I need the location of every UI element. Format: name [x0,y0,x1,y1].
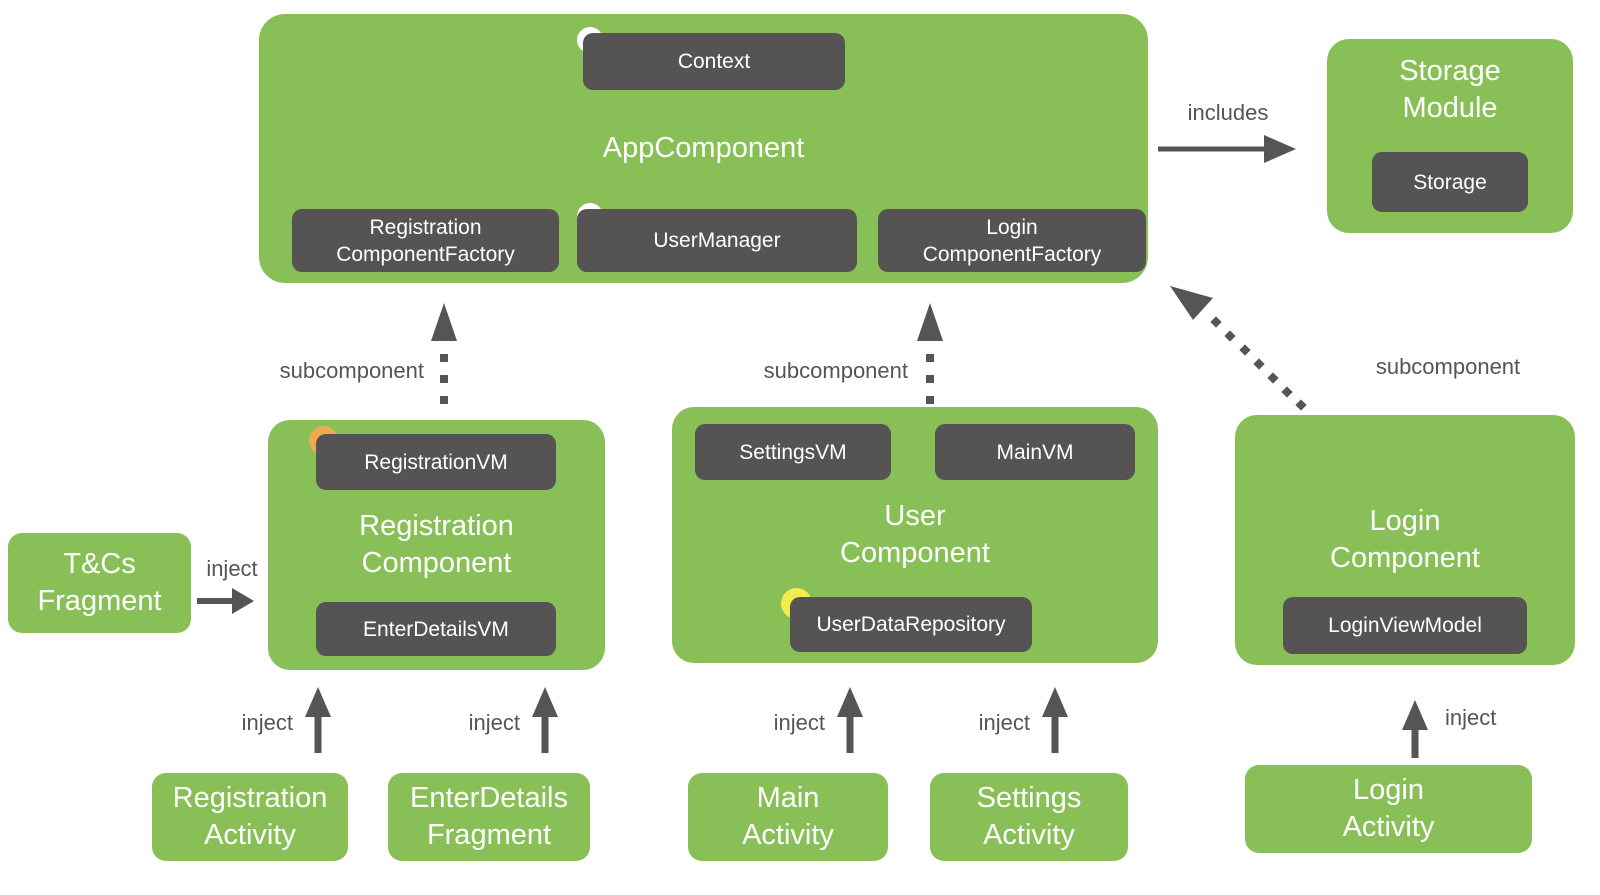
registration-component-title-line2: Component [361,547,512,579]
registration-component-title-line1: Registration [359,510,514,542]
inject-arrow-main-activity [837,687,863,753]
inject-label-registration-activity: inject [241,710,293,735]
storage-module-title-line1: Storage [1399,55,1501,87]
inject-arrow-registration-activity [305,687,331,753]
login-component-factory-chip: Login ComponentFactory [878,209,1146,272]
inject-label-settings-activity: inject [978,710,1030,735]
main-vm-chip: MainVM [935,424,1135,480]
login-component-title-line2: Component [1330,542,1480,574]
subcomponent-label-registration: subcomponent [279,358,424,383]
login-component-node: Login Component LoginViewModel [1235,415,1575,665]
user-component-node: User Component SettingsVM MainVM UserDat… [672,407,1158,663]
app-component-title: AppComponent [602,132,805,164]
storage-chip: Storage [1372,152,1528,212]
inject-label-enterdetails-fragment: inject [468,710,520,735]
includes-label: includes [1187,100,1269,125]
registration-vm-chip: RegistrationVM [316,434,556,490]
login-component-title-line1: Login [1369,505,1441,537]
enterdetails-fragment-node: EnterDetails Fragment [388,773,590,861]
inject-label-tcs: inject [206,556,258,581]
registration-component-factory-chip: Registration ComponentFactory [292,209,559,272]
user-data-repository-chip: UserDataRepository [790,597,1032,652]
user-component-title-line2: Component [840,537,990,569]
login-view-model-chip: LoginViewModel [1283,597,1527,654]
tcs-fragment-title-line1: T&Cs [63,548,136,580]
main-activity-node: Main Activity [688,773,888,861]
storage-module-node: Storage Module Storage [1327,39,1573,233]
app-component-node: AppComponent Context Registration Compon… [259,14,1148,283]
inject-arrow-settings-activity [1042,687,1068,753]
inject-label-main-activity: inject [773,710,825,735]
subcomponent-label-user: subcomponent [763,358,908,383]
context-chip: Context [583,33,845,90]
storage-module-title-line2: Module [1402,92,1498,124]
inject-arrow-login-activity [1402,700,1428,758]
subcomponent-arrow-registration [431,303,457,404]
inject-arrow-tcs [197,588,254,614]
registration-activity-node: Registration Activity [152,773,348,861]
tcs-fragment-node: T&Cs Fragment [8,533,191,633]
settings-activity-node: Settings Activity [930,773,1128,861]
inject-arrow-enterdetails-fragment [532,687,558,753]
subcomponent-arrow-user [917,303,943,404]
subcomponent-arrow-login [1170,286,1307,411]
subcomponent-label-login: subcomponent [1375,354,1521,379]
settings-vm-chip: SettingsVM [695,424,891,480]
registration-component-node: Registration Component RegistrationVM En… [268,420,605,670]
login-activity-node: Login Activity [1245,765,1532,853]
user-manager-chip: UserManager [577,209,857,272]
user-component-title-line1: User [884,500,946,532]
includes-arrow [1158,135,1296,163]
inject-label-login-activity: inject [1445,705,1497,730]
tcs-fragment-title-line2: Fragment [37,585,162,617]
enter-details-vm-chip: EnterDetailsVM [316,602,556,656]
